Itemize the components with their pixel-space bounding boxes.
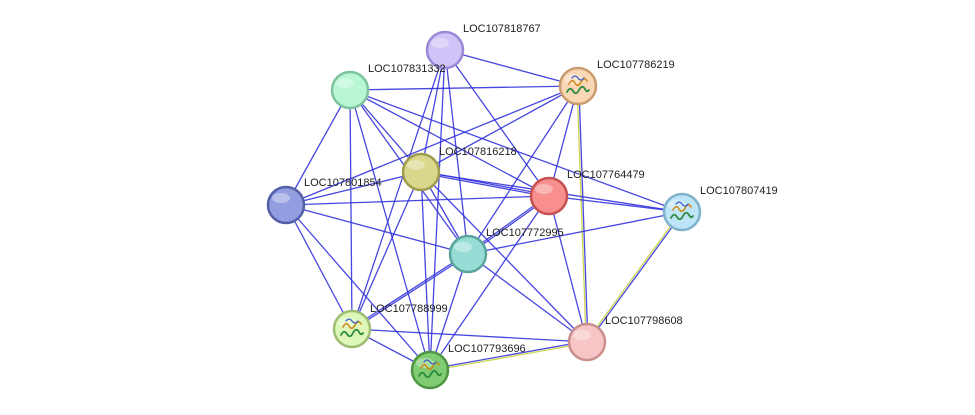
node-label-n793696: LOC107793696 (448, 343, 526, 355)
node-circle[interactable] (266, 185, 306, 225)
node-n772995[interactable] (448, 234, 488, 274)
node-circle[interactable] (425, 30, 465, 70)
node-n818767[interactable] (425, 30, 465, 70)
edge-n764479-n798608[interactable] (548, 195, 588, 343)
network-nodes (266, 30, 702, 390)
edge-n816218-n801854[interactable] (285, 171, 422, 206)
edge-n807419-n772995[interactable] (467, 211, 683, 255)
edge-n831-n786219[interactable] (349, 85, 579, 91)
node-n816218[interactable] (401, 152, 441, 192)
protein-structure-icon (566, 75, 590, 95)
node-label-n818767: LOC107818767 (463, 23, 541, 35)
edge-n816218-n793696[interactable] (420, 171, 431, 371)
node-circle[interactable] (401, 152, 441, 192)
protein-structure-icon (670, 201, 694, 221)
edge-n793696-n798608[interactable] (429, 340, 587, 370)
node-highlight (573, 330, 591, 340)
node-label-n831: LOC107831332 (368, 63, 446, 75)
edge-n786219-n798608[interactable] (576, 86, 587, 343)
edge-n801854-n772995[interactable] (285, 204, 469, 255)
node-label-n772995: LOC107772995 (486, 227, 564, 239)
node-n831[interactable] (330, 70, 370, 110)
edge-n786219-n801854[interactable] (285, 85, 579, 206)
edge-n764479-n807419[interactable] (548, 195, 683, 213)
node-n798608[interactable] (567, 322, 607, 362)
node-circle[interactable] (567, 322, 607, 362)
edge-n788999-n798608[interactable] (351, 328, 588, 343)
edge-n816218-n788999[interactable] (351, 171, 422, 330)
edge-n818767-n764479[interactable] (444, 49, 550, 197)
protein-structure-icon (418, 359, 442, 379)
edge-n831-n807419[interactable] (349, 89, 683, 213)
node-label-n807419: LOC107807419 (700, 185, 778, 197)
edge-n786219-n816218[interactable] (420, 85, 579, 173)
node-highlight (535, 184, 553, 194)
edge-n831-n788999[interactable] (349, 89, 353, 330)
node-n764479[interactable] (529, 176, 569, 216)
edge-n807419-n798608[interactable] (585, 211, 682, 342)
edge-n772995-n798608[interactable] (467, 253, 588, 343)
node-circle[interactable] (529, 176, 569, 216)
edge-n772995-n793696[interactable] (429, 253, 469, 371)
edge-n831-n764479[interactable] (349, 89, 550, 197)
node-n793696[interactable] (410, 350, 450, 390)
network-edges (285, 49, 684, 372)
edge-n818767-n793696[interactable] (429, 49, 446, 371)
edge-n801854-n788999[interactable] (285, 204, 353, 330)
node-label-n764479: LOC107764479 (567, 169, 645, 181)
node-highlight (431, 38, 449, 48)
edge-n786219-n772995[interactable] (467, 85, 579, 255)
edge-n831-n801854[interactable] (285, 89, 351, 206)
node-highlight (454, 242, 472, 252)
edge-n818767-n786219[interactable] (444, 49, 579, 87)
edge-n818767-n788999[interactable] (351, 49, 446, 330)
node-n801854[interactable] (266, 185, 306, 225)
edge-n801854-n793696[interactable] (285, 204, 431, 371)
edge-n818767-n816218[interactable] (420, 49, 446, 173)
edge-n793696-n798608[interactable] (430, 342, 588, 372)
protein-structure-icon (340, 318, 364, 338)
node-highlight (272, 193, 290, 203)
node-label-n788999: LOC107788999 (370, 303, 448, 315)
edge-n807419-n798608[interactable] (587, 212, 684, 343)
edge-n801854-n764479[interactable] (285, 195, 550, 206)
node-label-n801854: LOC107801854 (304, 177, 382, 189)
node-n786219[interactable] (558, 66, 598, 106)
node-circle[interactable] (448, 234, 488, 274)
edge-n831-n793696[interactable] (349, 89, 431, 371)
node-n807419[interactable] (662, 192, 702, 232)
edge-n786219-n798608[interactable] (578, 85, 589, 342)
node-n788999[interactable] (332, 309, 372, 349)
node-circle[interactable] (330, 70, 370, 110)
node-label-n786219: LOC107786219 (597, 59, 675, 71)
node-highlight (336, 78, 354, 88)
edge-n764479-n793696[interactable] (429, 195, 550, 371)
node-label-n816218: LOC107816218 (439, 146, 517, 158)
edge-n772995-n788999[interactable] (351, 252, 468, 329)
edge-n816218-n764479[interactable] (420, 172, 549, 198)
node-label-n798608: LOC107798608 (605, 315, 683, 327)
node-highlight (407, 160, 425, 170)
edge-n772995-n788999[interactable] (352, 254, 469, 331)
edge-n816218-n798608[interactable] (420, 171, 588, 343)
